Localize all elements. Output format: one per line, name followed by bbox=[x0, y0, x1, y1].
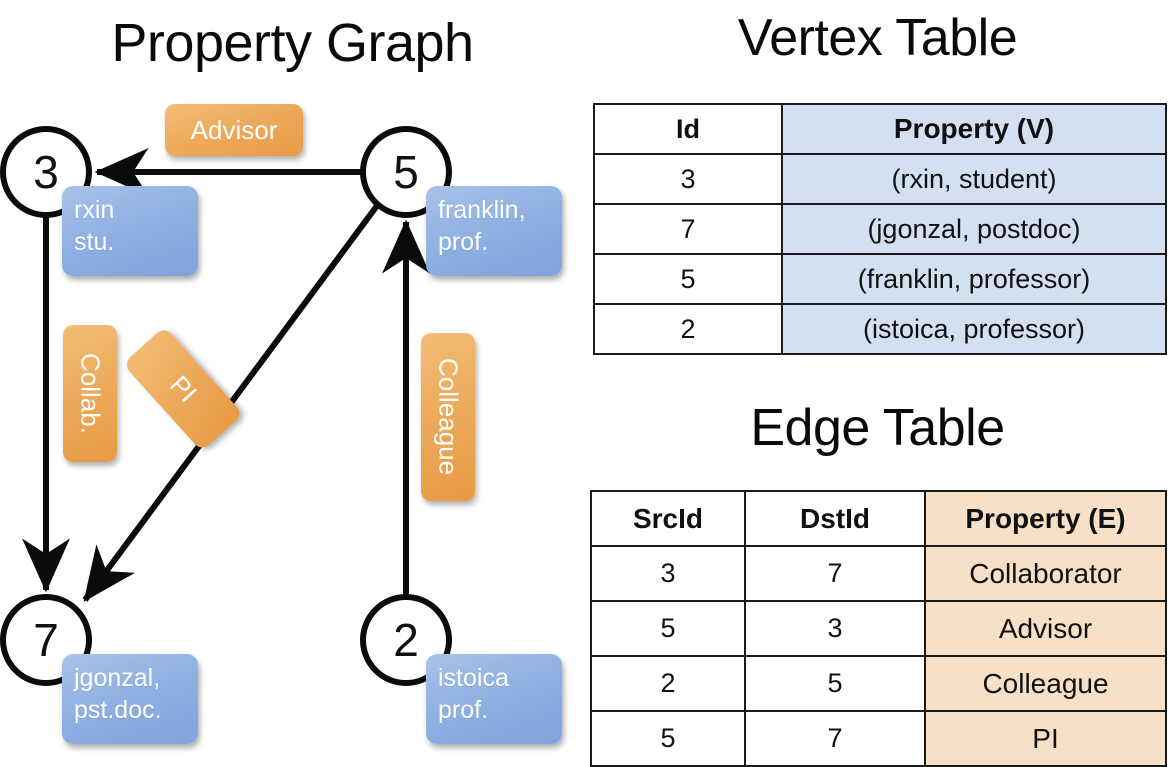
edge-cell-property: Advisor bbox=[924, 600, 1167, 657]
page-title-vertex-table: Vertex Table bbox=[737, 9, 1018, 67]
vertex-cell-id: 5 bbox=[593, 253, 783, 305]
table-row: 7 (jgonzal, postdoc) bbox=[593, 203, 1167, 255]
node-property-box-istoica: istoica prof. bbox=[426, 654, 562, 744]
node-property-line1: jgonzal, bbox=[74, 664, 161, 692]
page-title-edge-table: Edge Table bbox=[750, 399, 1005, 457]
edge-table-header-srcid: SrcId bbox=[590, 490, 746, 547]
vertex-cell-id: 2 bbox=[593, 303, 783, 355]
node-property-line2: pst.doc. bbox=[74, 696, 162, 724]
edge-cell-srcid: 3 bbox=[590, 545, 746, 602]
edge-label-colleague: Colleague bbox=[421, 333, 475, 501]
edge-cell-dstid: 3 bbox=[744, 600, 926, 657]
node-property-line1: rxin bbox=[74, 196, 115, 224]
node-property-line2: prof. bbox=[438, 696, 489, 724]
table-row: 3 7 Collaborator bbox=[590, 545, 1167, 602]
node-property-box-jgonzal: jgonzal, pst.doc. bbox=[62, 654, 198, 744]
page-title-property-graph: Property Graph bbox=[111, 13, 474, 73]
table-row: 3 (rxin, student) bbox=[593, 153, 1167, 205]
node-property-line2: stu. bbox=[74, 228, 115, 256]
edge-table-header-property: Property (E) bbox=[924, 490, 1167, 547]
edge-table: SrcId DstId Property (E) 3 7 Collaborato… bbox=[590, 490, 1167, 767]
node-property-box-rxin: rxin stu. bbox=[62, 186, 198, 276]
edge-label-collab: Collab. bbox=[63, 325, 117, 462]
vertex-cell-id: 7 bbox=[593, 203, 783, 255]
edge-cell-property: Collaborator bbox=[924, 545, 1167, 602]
vertex-cell-id: 3 bbox=[593, 153, 783, 205]
edge-label-advisor: Advisor bbox=[165, 104, 303, 156]
edge-cell-srcid: 5 bbox=[590, 710, 746, 767]
vertex-table-header-id: Id bbox=[593, 103, 783, 155]
edge-cell-srcid: 2 bbox=[590, 655, 746, 712]
edge-cell-dstid: 5 bbox=[744, 655, 926, 712]
table-row: 5 3 Advisor bbox=[590, 600, 1167, 657]
vertex-cell-property: (rxin, student) bbox=[781, 153, 1167, 205]
vertex-cell-property: (jgonzal, postdoc) bbox=[781, 203, 1167, 255]
table-header-row: SrcId DstId Property (E) bbox=[590, 490, 1167, 547]
edge-cell-property: Colleague bbox=[924, 655, 1167, 712]
node-property-line2: prof. bbox=[438, 228, 489, 256]
node-property-line1: istoica bbox=[438, 664, 509, 692]
vertex-cell-property: (franklin, professor) bbox=[781, 253, 1167, 305]
node-property-box-franklin: franklin, prof. bbox=[426, 186, 562, 276]
edge-cell-dstid: 7 bbox=[744, 710, 926, 767]
table-row: 2 (istoica, professor) bbox=[593, 303, 1167, 355]
vertex-cell-property: (istoica, professor) bbox=[781, 303, 1167, 355]
node-property-line1: franklin, bbox=[438, 196, 526, 224]
edge-cell-srcid: 5 bbox=[590, 600, 746, 657]
edge-cell-dstid: 7 bbox=[744, 545, 926, 602]
table-row: 2 5 Colleague bbox=[590, 655, 1167, 712]
table-row: 5 7 PI bbox=[590, 710, 1167, 767]
table-row: 5 (franklin, professor) bbox=[593, 253, 1167, 305]
vertex-table: Id Property (V) 3 (rxin, student) 7 (jgo… bbox=[593, 103, 1167, 355]
table-header-row: Id Property (V) bbox=[593, 103, 1167, 155]
edge-cell-property: PI bbox=[924, 710, 1167, 767]
vertex-table-header-property: Property (V) bbox=[781, 103, 1167, 155]
edge-table-header-dstid: DstId bbox=[744, 490, 926, 547]
